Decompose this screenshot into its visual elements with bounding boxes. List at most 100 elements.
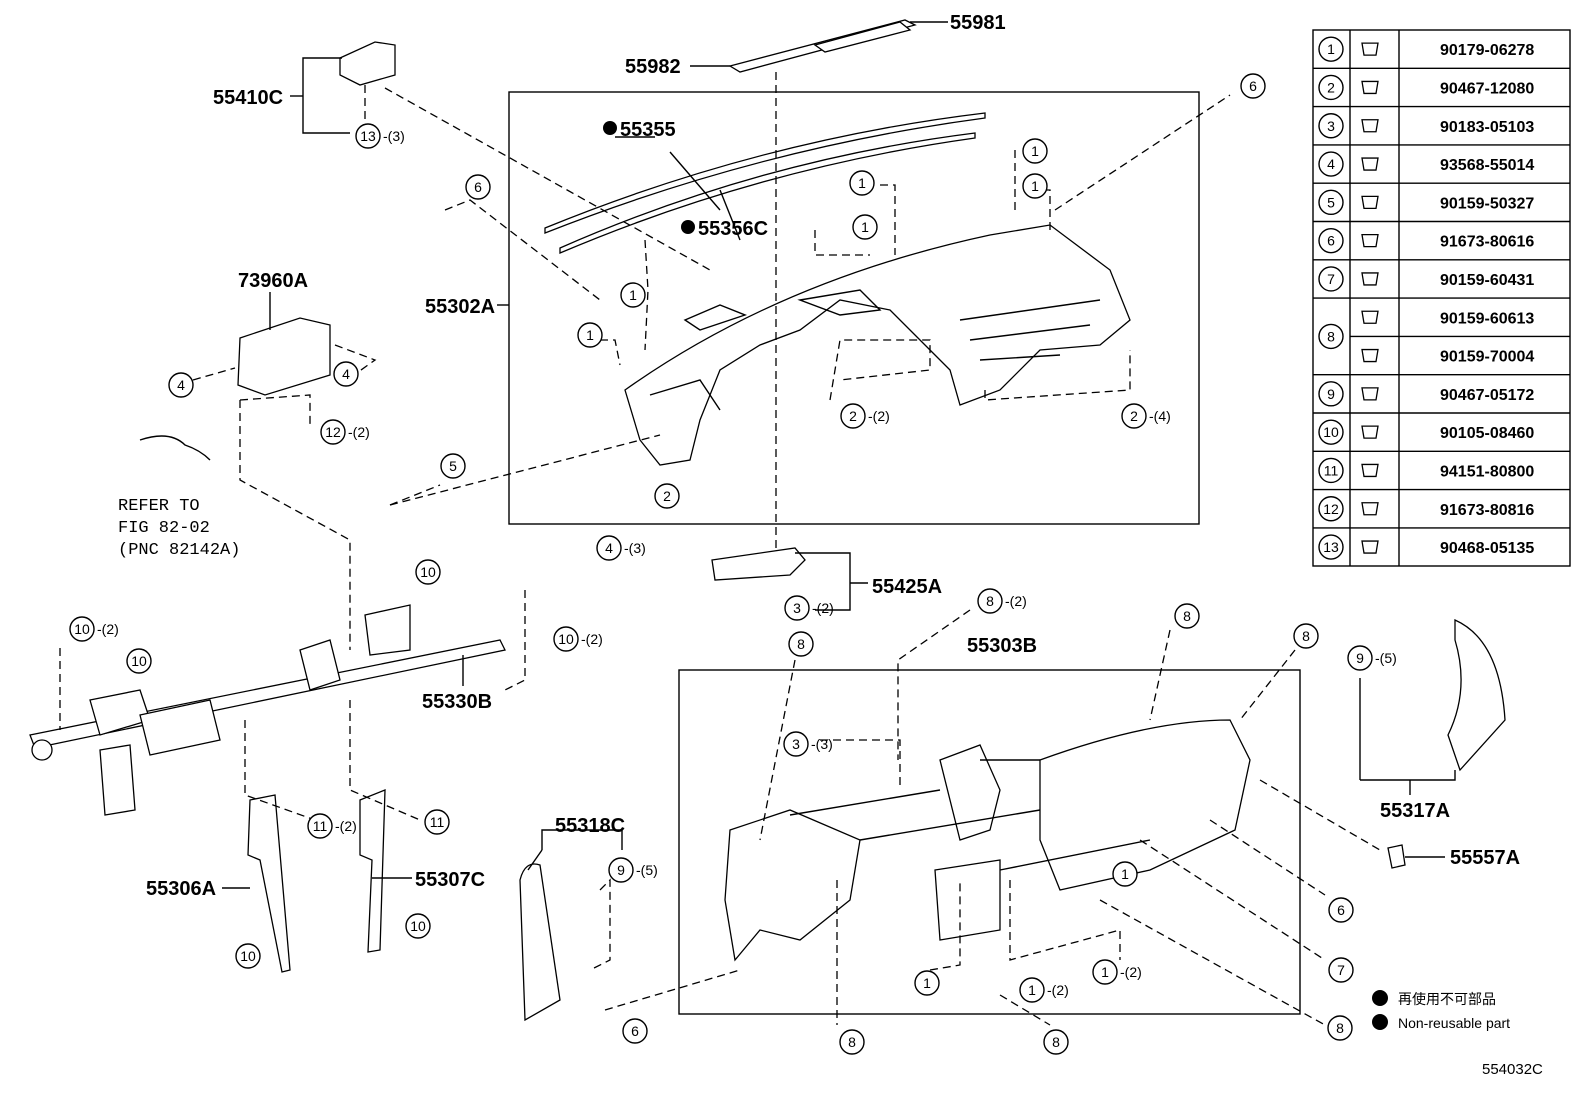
fastener-icon [1361,387,1379,401]
callout-number: 8 [1183,608,1191,624]
callout-quantity: -(3) [624,540,646,556]
callout-circle [788,631,814,657]
callout-circle [1347,645,1373,671]
fastener-icon [1361,540,1379,554]
fastener-icon [1361,195,1379,209]
callout-number: 4 [342,366,350,382]
table-index: 8 [1327,328,1335,344]
callout-number: 1 [1028,982,1036,998]
brace-55307C [359,789,386,953]
label-55318C: 55318C [555,815,625,837]
callout-quantity: -(3) [383,128,405,144]
callout-number: 12 [325,424,341,440]
legend-en: Non-reusable part [1398,1015,1510,1031]
refer-note: REFER TO FIG 82-02 (PNC 82142A) [118,497,240,560]
table-index: 9 [1327,386,1335,402]
table-index-circle [1318,36,1344,62]
legend: 再使用不可部品 Non-reusable part [1372,990,1510,1031]
label-55981: 55981 [950,12,1006,34]
callout-circle [424,809,450,835]
trim-55318C [519,863,561,1022]
label-55317A: 55317A [1380,800,1450,822]
fastener-part-number: 90468-05135 [1440,540,1534,557]
fastener-icon [1361,119,1379,133]
callout-circle [405,913,431,939]
svg-text:(PNC 82142A): (PNC 82142A) [118,541,240,560]
fastener-icon [1361,310,1379,324]
callout-circle [977,588,1003,614]
non-reusable-marker [681,220,695,234]
trim-55317A [1447,618,1506,772]
table-index-circle [1318,189,1344,216]
table-index: 6 [1327,233,1335,249]
fastener-part-number: 90467-05172 [1440,387,1534,404]
fastener-part-number: 91673-80816 [1440,502,1534,519]
callout-number: 8 [986,593,994,609]
callout-number: 6 [474,179,482,195]
callout-number: 1 [1031,178,1039,194]
fastener-part-number: 90159-60613 [1440,310,1534,327]
table-index: 11 [1324,462,1339,478]
callout-number: 1 [629,287,637,303]
table-index-circle [1318,381,1344,407]
table-index-circle [1318,419,1344,445]
callout-quantity: -(2) [581,631,603,647]
group-box-55303B [678,669,1301,1015]
callout-quantity: -(2) [812,600,834,616]
callout-quantity: -(2) [1120,964,1142,980]
callout-circle [783,731,809,757]
callout-number: 1 [1031,143,1039,159]
group-box-55302A [508,91,1200,525]
legend-ja: 再使用不可部品 [1398,991,1496,1007]
callout-number: 10 [131,653,147,669]
callout-circle [1019,977,1045,1003]
table-index: 1 [1327,41,1335,57]
callout-number: 1 [861,219,869,235]
panel-frame-55303B [724,719,1251,962]
label-55355: 55355 [620,119,676,141]
callout-circle [1174,603,1200,629]
callout-circle [622,1018,648,1044]
label-55425A: 55425A [872,576,942,598]
callout-number: 6 [1249,78,1257,94]
callout-circle [69,616,95,642]
callout-circle [1121,403,1147,429]
wire-harness [139,435,211,461]
table-index-circle [1318,151,1344,177]
fastener-icon [1361,348,1379,363]
fastener-part-number: 90467-12080 [1440,80,1534,97]
label-55330B: 55330B [422,691,492,713]
fastener-part-number: 90105-08460 [1440,425,1534,442]
table-index-circle [1318,227,1344,254]
callout-circle [608,857,634,883]
table-index-circle [1318,496,1344,522]
callout-circle [577,322,603,348]
table-index-circle [1318,113,1344,139]
non-reusable-marker [1372,990,1388,1006]
fastener-icon [1361,42,1379,56]
callout-circle [553,626,579,652]
fastener-icon [1361,425,1379,439]
callout-circle [1022,173,1048,199]
callout-circle [355,123,381,149]
callout-circle [333,361,359,387]
callout-number: 1 [586,327,594,343]
table-index: 13 [1323,539,1339,555]
callout-number: 9 [617,862,625,878]
callout-circle [849,170,875,196]
callout-number: 7 [1337,962,1345,978]
dashed-lines [59,72,1381,1026]
callout-number: 6 [1337,902,1345,918]
clip-55557A [1387,844,1406,869]
callout-quantity: -(5) [636,862,658,878]
label-55356C: 55356C [698,218,768,240]
callout-number: 5 [449,458,457,474]
fastener-icon [1361,157,1379,171]
callout-quantity: -(5) [1375,650,1397,666]
non-reusable-marker [603,121,617,135]
callout-circle [654,483,680,509]
callout-quantity: -(2) [1005,593,1027,609]
fastener-icon [1361,463,1379,478]
